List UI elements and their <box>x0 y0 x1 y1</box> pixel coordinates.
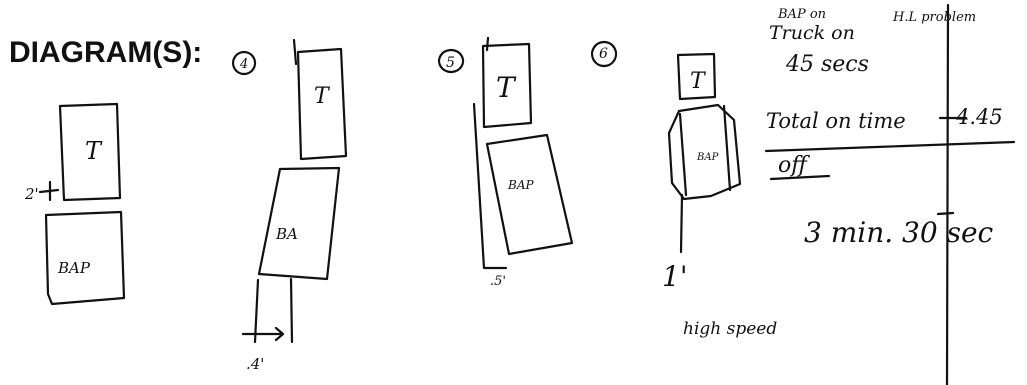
diagram-6-offset-label: 1' <box>662 260 688 293</box>
notes-line-3: 45 secs <box>785 52 869 77</box>
notes-total-label: Total on time <box>766 109 906 133</box>
diagram-5-bottom-block <box>487 135 572 254</box>
diagram-6 <box>592 42 740 252</box>
notes-vertical-divider <box>947 5 948 385</box>
diagram-1-gap-marker <box>40 182 58 200</box>
notes-line-1: BAP on <box>777 7 826 22</box>
diagram-4-bottom-label: BA <box>275 225 298 243</box>
diagram-4-guide-lines <box>243 40 296 342</box>
notes-line-2: Truck on <box>769 22 855 44</box>
notes-off-label: off <box>778 153 810 178</box>
diagram-4-number: 4 <box>239 57 248 72</box>
notes-value-tick <box>938 213 953 214</box>
diagram-6-top-label: T <box>690 69 707 94</box>
diagram-1-top-label: T <box>85 137 103 165</box>
diagram-5-bottom-label: BAP <box>507 178 534 192</box>
diagram-4 <box>233 40 346 342</box>
diagram-5-offset-label: .5' <box>490 274 506 289</box>
diagram-5-top-label: T <box>496 71 517 104</box>
diagram-5-number: 5 <box>446 55 455 71</box>
diagram-6-bottom-block-inner <box>680 106 730 195</box>
diagram-6-guide-lines <box>681 195 682 252</box>
notes-horizontal-rule <box>766 142 1014 151</box>
diagram-6-number: 6 <box>599 46 608 62</box>
diagram-6-note: high speed <box>683 319 777 339</box>
diagram-1-bottom-label: BAP <box>57 259 91 277</box>
notes-off-value: 3 min. 30 sec <box>804 216 994 249</box>
notes-total-value: 4.45 <box>955 105 1003 129</box>
diagram-1-gap-label: 2' <box>24 185 39 203</box>
diagram-4-bottom-block <box>259 168 339 279</box>
diagram-4-top-label: T <box>314 84 331 109</box>
diagram-6-bottom-label: BAP <box>696 152 719 163</box>
notes-side-label: H.L problem <box>892 10 976 25</box>
diagram-4-offset-label: .4' <box>246 355 264 373</box>
diagram-1-bottom-block <box>46 212 124 304</box>
